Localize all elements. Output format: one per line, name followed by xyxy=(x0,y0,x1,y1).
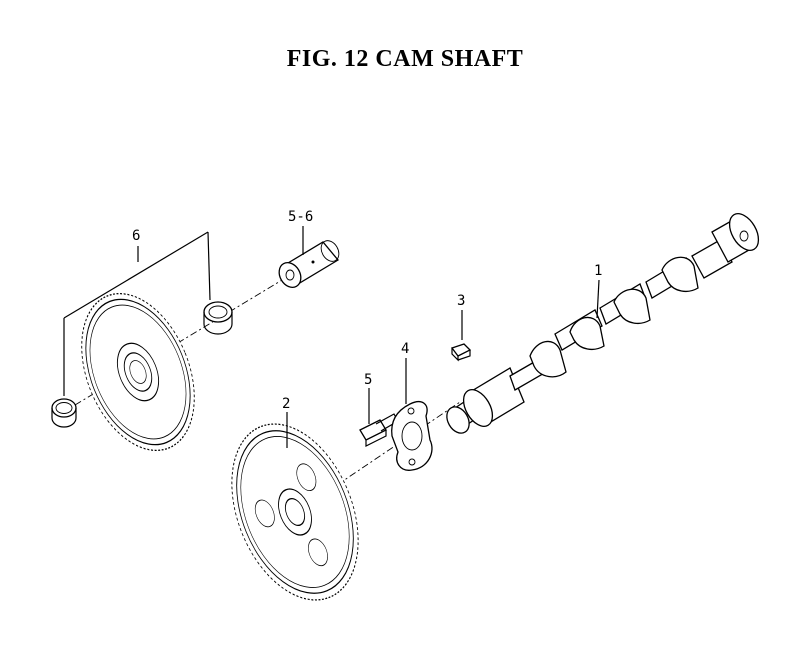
figure-title: FIG. 12 CAM SHAFT xyxy=(286,46,524,72)
woodruff-key xyxy=(450,343,472,362)
bushing-left xyxy=(51,398,77,428)
callout-4: 4 xyxy=(401,341,409,357)
callout-2: 2 xyxy=(282,396,290,412)
leader-lines xyxy=(63,226,600,448)
callout-1: 1 xyxy=(594,263,602,279)
thrust-plate xyxy=(391,401,433,471)
idler-shaft xyxy=(278,240,340,288)
callout-3: 3 xyxy=(457,293,465,309)
callout-5: 5 xyxy=(364,372,372,388)
camshaft xyxy=(446,213,760,434)
callout-5-6: 5-6 xyxy=(288,209,313,225)
bushing-right xyxy=(203,301,233,335)
idler-gear xyxy=(81,293,195,451)
camshaft-gear xyxy=(231,423,359,601)
callout-6: 6 xyxy=(132,228,140,244)
